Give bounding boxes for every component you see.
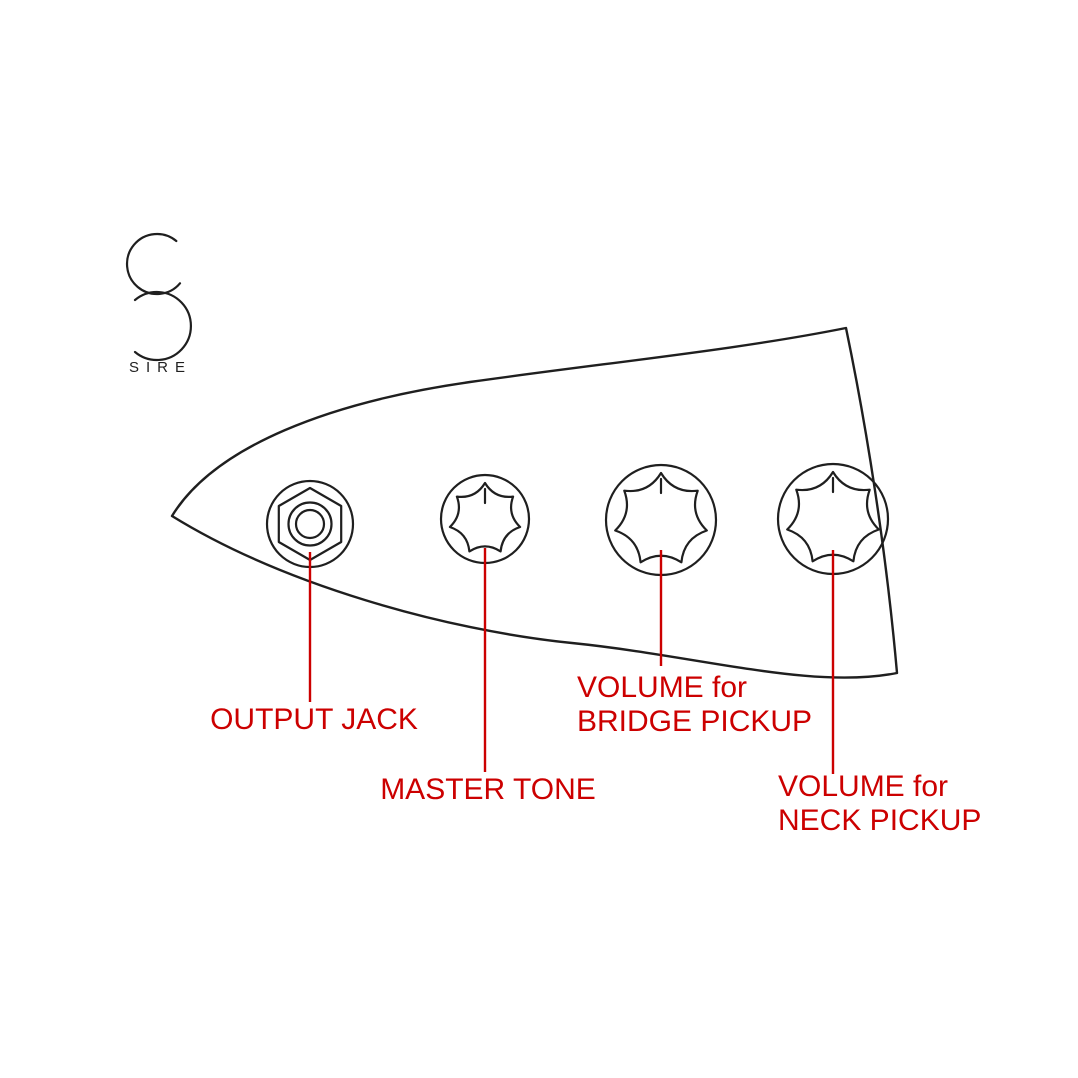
bridge-volume-label-line2: BRIDGE PICKUP xyxy=(577,705,812,738)
knob-knurled-edge xyxy=(448,481,522,553)
control-plate-outline xyxy=(170,326,899,679)
neck-volume-label-line1: VOLUME for xyxy=(778,770,948,803)
jack-washer xyxy=(287,501,333,547)
logo-s-icon xyxy=(125,232,193,362)
output-jack-label: OUTPUT JACK xyxy=(210,703,418,736)
sire-logo: SIRE xyxy=(125,232,193,376)
jack-hole xyxy=(294,508,326,540)
master-tone-label: MASTER TONE xyxy=(380,773,596,806)
bridge-volume-label-line1: VOLUME for xyxy=(577,671,747,704)
logo-wordmark: SIRE xyxy=(129,359,192,376)
neck-volume-label-line2: NECK PICKUP xyxy=(778,804,981,837)
